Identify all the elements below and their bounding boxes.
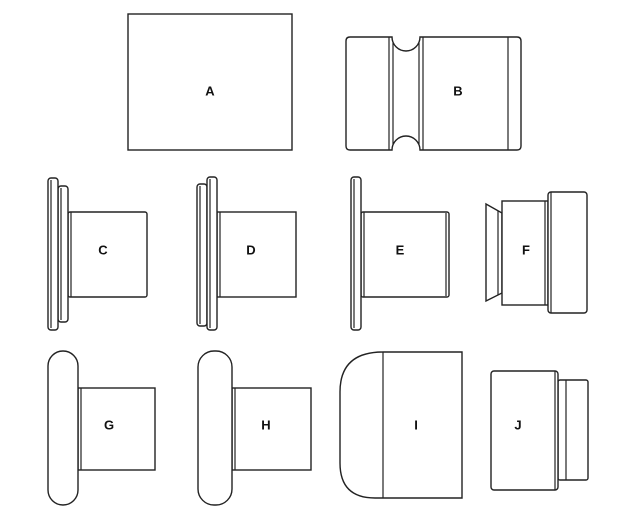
part-j: J: [490, 370, 589, 491]
part-f: F: [485, 191, 588, 314]
part-c: C: [47, 177, 148, 331]
label-e: E: [396, 242, 405, 257]
part-e: E: [350, 176, 450, 331]
label-a: A: [205, 83, 215, 98]
label-g: G: [104, 417, 114, 432]
label-h: H: [261, 417, 270, 432]
label-b: B: [453, 83, 462, 98]
part-d: D: [196, 176, 297, 331]
part-a: A: [127, 13, 293, 151]
label-d: D: [246, 242, 255, 257]
part-h: H: [197, 350, 312, 506]
part-g: G: [47, 350, 156, 506]
label-j: J: [514, 417, 521, 432]
label-c: C: [98, 242, 108, 257]
label-i: I: [414, 417, 418, 432]
part-b: B: [345, 36, 522, 151]
part-i: I: [339, 351, 463, 499]
label-f: F: [522, 242, 530, 257]
